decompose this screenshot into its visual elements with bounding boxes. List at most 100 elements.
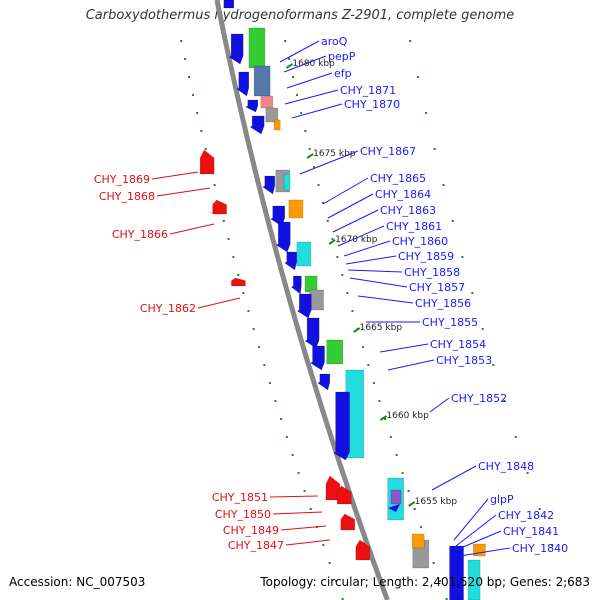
gene-reverse-arrow xyxy=(355,539,371,561)
gene-label-leader xyxy=(347,269,403,273)
gene-cds-arrow xyxy=(249,115,265,135)
kbp-label: 1675 kbp xyxy=(313,149,356,159)
gene-feature xyxy=(449,545,464,600)
gene-cds-arrow xyxy=(262,175,276,195)
gene-label-chy-1862[interactable]: CHY_1862 xyxy=(140,302,196,315)
gene-reverse-arrow xyxy=(337,485,352,505)
gene-label-leader xyxy=(459,547,511,557)
gene-label-leader xyxy=(455,530,502,551)
gene-label-leader xyxy=(272,511,323,515)
gene-cds-arrow xyxy=(284,251,297,271)
gene-label-aroq[interactable]: aroQ xyxy=(321,35,348,48)
gene-label-leader xyxy=(332,209,379,233)
gene-label-leader xyxy=(429,397,450,413)
gene-label-chy-1841[interactable]: CHY_1841 xyxy=(503,525,559,538)
gene-feature xyxy=(253,65,271,97)
gene-cds-arrow xyxy=(228,33,244,65)
gene-label-leader xyxy=(337,225,385,247)
gene-cds-arrow xyxy=(296,293,312,319)
gene-label-chy-1866[interactable]: CHY_1866 xyxy=(112,228,168,241)
gene-label-chy-1851[interactable]: CHY_1851 xyxy=(212,491,268,504)
gene-feature xyxy=(283,173,291,191)
gene-label-leader xyxy=(284,89,339,105)
gene-label-chy-1857[interactable]: CHY_1857 xyxy=(409,281,465,294)
gene-feature xyxy=(309,289,324,311)
kbp-tick xyxy=(306,153,314,159)
gene-reverse-arrow xyxy=(212,199,227,215)
gene-label-chy-1865[interactable]: CHY_1865 xyxy=(370,172,426,185)
gene-label-leader xyxy=(379,343,429,353)
gene-label-chy-1859[interactable]: CHY_1859 xyxy=(398,250,454,263)
gene-cds-arrow xyxy=(236,71,250,97)
gene-feature xyxy=(390,489,402,505)
kbp-label: 1655 kbp xyxy=(415,497,458,507)
gene-label-leader xyxy=(285,539,331,546)
gene-feature xyxy=(467,559,481,600)
gene-label-leader xyxy=(322,177,369,205)
small-forward-marker xyxy=(388,504,400,512)
gene-label-chy-1850[interactable]: CHY_1850 xyxy=(215,508,271,521)
gene-label-efp[interactable]: efp xyxy=(334,67,352,80)
gene-label-chy-1855[interactable]: CHY_1855 xyxy=(422,316,478,329)
gene-feature xyxy=(473,543,486,557)
gene-label-chy-1849[interactable]: CHY_1849 xyxy=(223,524,279,537)
gene-label-chy-1840[interactable]: CHY_1840 xyxy=(512,542,568,555)
gene-feature xyxy=(288,199,304,219)
gene-label-chy-1870[interactable]: CHY_1870 xyxy=(344,98,400,111)
accession-text: Accession: NC_007503 xyxy=(9,575,146,589)
gene-cds-arrow xyxy=(245,99,259,113)
gene-label-chy-1856[interactable]: CHY_1856 xyxy=(415,297,471,310)
topology-text: Topology: circular; Length: 2,401,520 bp… xyxy=(260,575,590,589)
gene-reverse-arrow xyxy=(325,475,341,501)
gene-label-chy-1858[interactable]: CHY_1858 xyxy=(404,266,460,279)
gene-cds-arrow xyxy=(275,221,291,253)
gene-label-chy-1847[interactable]: CHY_1847 xyxy=(228,539,284,552)
gene-label-leader xyxy=(343,240,391,257)
gene-label-chy-1864[interactable]: CHY_1864 xyxy=(375,188,431,201)
gene-label-glpp[interactable]: glpP xyxy=(490,493,514,506)
gene-label-chy-1848[interactable]: CHY_1848 xyxy=(478,460,534,473)
genome-backbone xyxy=(214,0,390,600)
gene-label-leader xyxy=(431,465,477,491)
gene-feature xyxy=(265,107,279,123)
gene-label-leader xyxy=(156,187,211,197)
kbp-tick xyxy=(379,415,387,421)
gene-label-chy-1868[interactable]: CHY_1868 xyxy=(99,190,155,203)
gene-cds-arrow xyxy=(310,345,325,371)
gene-label-leader xyxy=(387,359,435,371)
gene-label-leader xyxy=(455,514,497,547)
gene-label-chy-1861[interactable]: CHY_1861 xyxy=(386,220,442,233)
gene-reverse-arrow xyxy=(340,513,356,531)
gene-label-chy-1854[interactable]: CHY_1854 xyxy=(430,338,486,351)
gene-cds-arrow xyxy=(290,275,302,295)
gene-label-chy-1869[interactable]: CHY_1869 xyxy=(94,173,150,186)
gene-label-pepp[interactable]: pepP xyxy=(328,50,356,63)
gene-label-leader xyxy=(345,255,397,265)
gene-feature xyxy=(411,533,425,549)
gene-label-leader xyxy=(291,103,343,119)
gene-label-chy-1853[interactable]: CHY_1853 xyxy=(436,354,492,367)
gene-cds-arrow xyxy=(304,317,320,349)
gene-label-chy-1860[interactable]: CHY_1860 xyxy=(392,235,448,248)
gene-label-chy-1867[interactable]: CHY_1867 xyxy=(360,145,416,158)
feature-layer xyxy=(199,0,486,600)
map-title: Carboxydothermus hydrogenoformans Z-2901… xyxy=(85,8,515,23)
kbp-tick xyxy=(328,239,336,245)
gene-label-leader xyxy=(327,193,374,219)
gene-label-chy-1842[interactable]: CHY_1842 xyxy=(498,509,554,522)
gene-label-chy-1871[interactable]: CHY_1871 xyxy=(340,84,396,97)
kbp-label: 1665 kbp xyxy=(360,323,403,333)
gene-label-chy-1852[interactable]: CHY_1852 xyxy=(451,392,507,405)
gene-reverse-arrow xyxy=(231,277,246,287)
gene-label-leader xyxy=(169,223,215,235)
gene-label-leader xyxy=(357,295,414,304)
gene-label-leader xyxy=(197,297,241,309)
gene-feature xyxy=(223,0,235,9)
gene-feature xyxy=(248,27,266,69)
gene-label-leader xyxy=(453,498,489,541)
kbp-tick xyxy=(285,63,293,69)
gene-label-chy-1863[interactable]: CHY_1863 xyxy=(380,204,436,217)
gene-reverse-arrow xyxy=(199,149,215,175)
kbp-label: 1680 kbp xyxy=(292,59,335,69)
